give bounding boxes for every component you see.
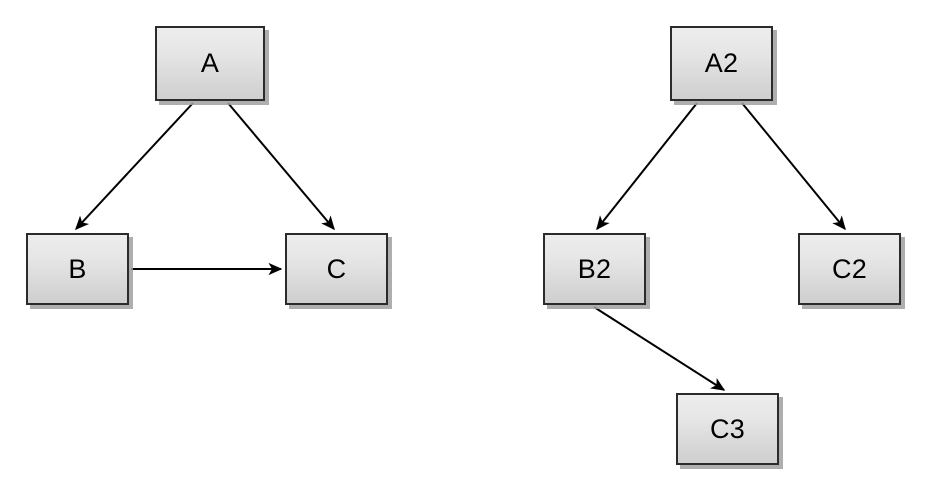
edge-b2-to-c3 — [593, 306, 726, 391]
edge-a-to-b — [75, 102, 194, 231]
node-a2[interactable]: A2 — [670, 26, 773, 101]
node-b[interactable]: B — [26, 233, 129, 305]
node-c[interactable]: C — [285, 233, 388, 305]
node-label-c3: C3 — [710, 413, 745, 444]
node-label-a2: A2 — [704, 48, 739, 78]
node-label-b: B — [68, 253, 87, 284]
edge-a-to-c — [227, 102, 335, 231]
edges-group — [75, 102, 846, 391]
edge-a2-to-b2 — [596, 102, 698, 231]
node-c2[interactable]: C2 — [798, 233, 901, 305]
node-b2[interactable]: B2 — [543, 233, 646, 305]
node-a[interactable]: A — [155, 26, 265, 101]
node-label-a: A — [200, 48, 220, 78]
node-label-b2: B2 — [577, 253, 612, 284]
node-label-c: C — [326, 253, 347, 284]
node-c3[interactable]: C3 — [676, 393, 779, 465]
node-label-c2: C2 — [832, 253, 867, 284]
edge-a2-to-c2 — [741, 102, 846, 231]
